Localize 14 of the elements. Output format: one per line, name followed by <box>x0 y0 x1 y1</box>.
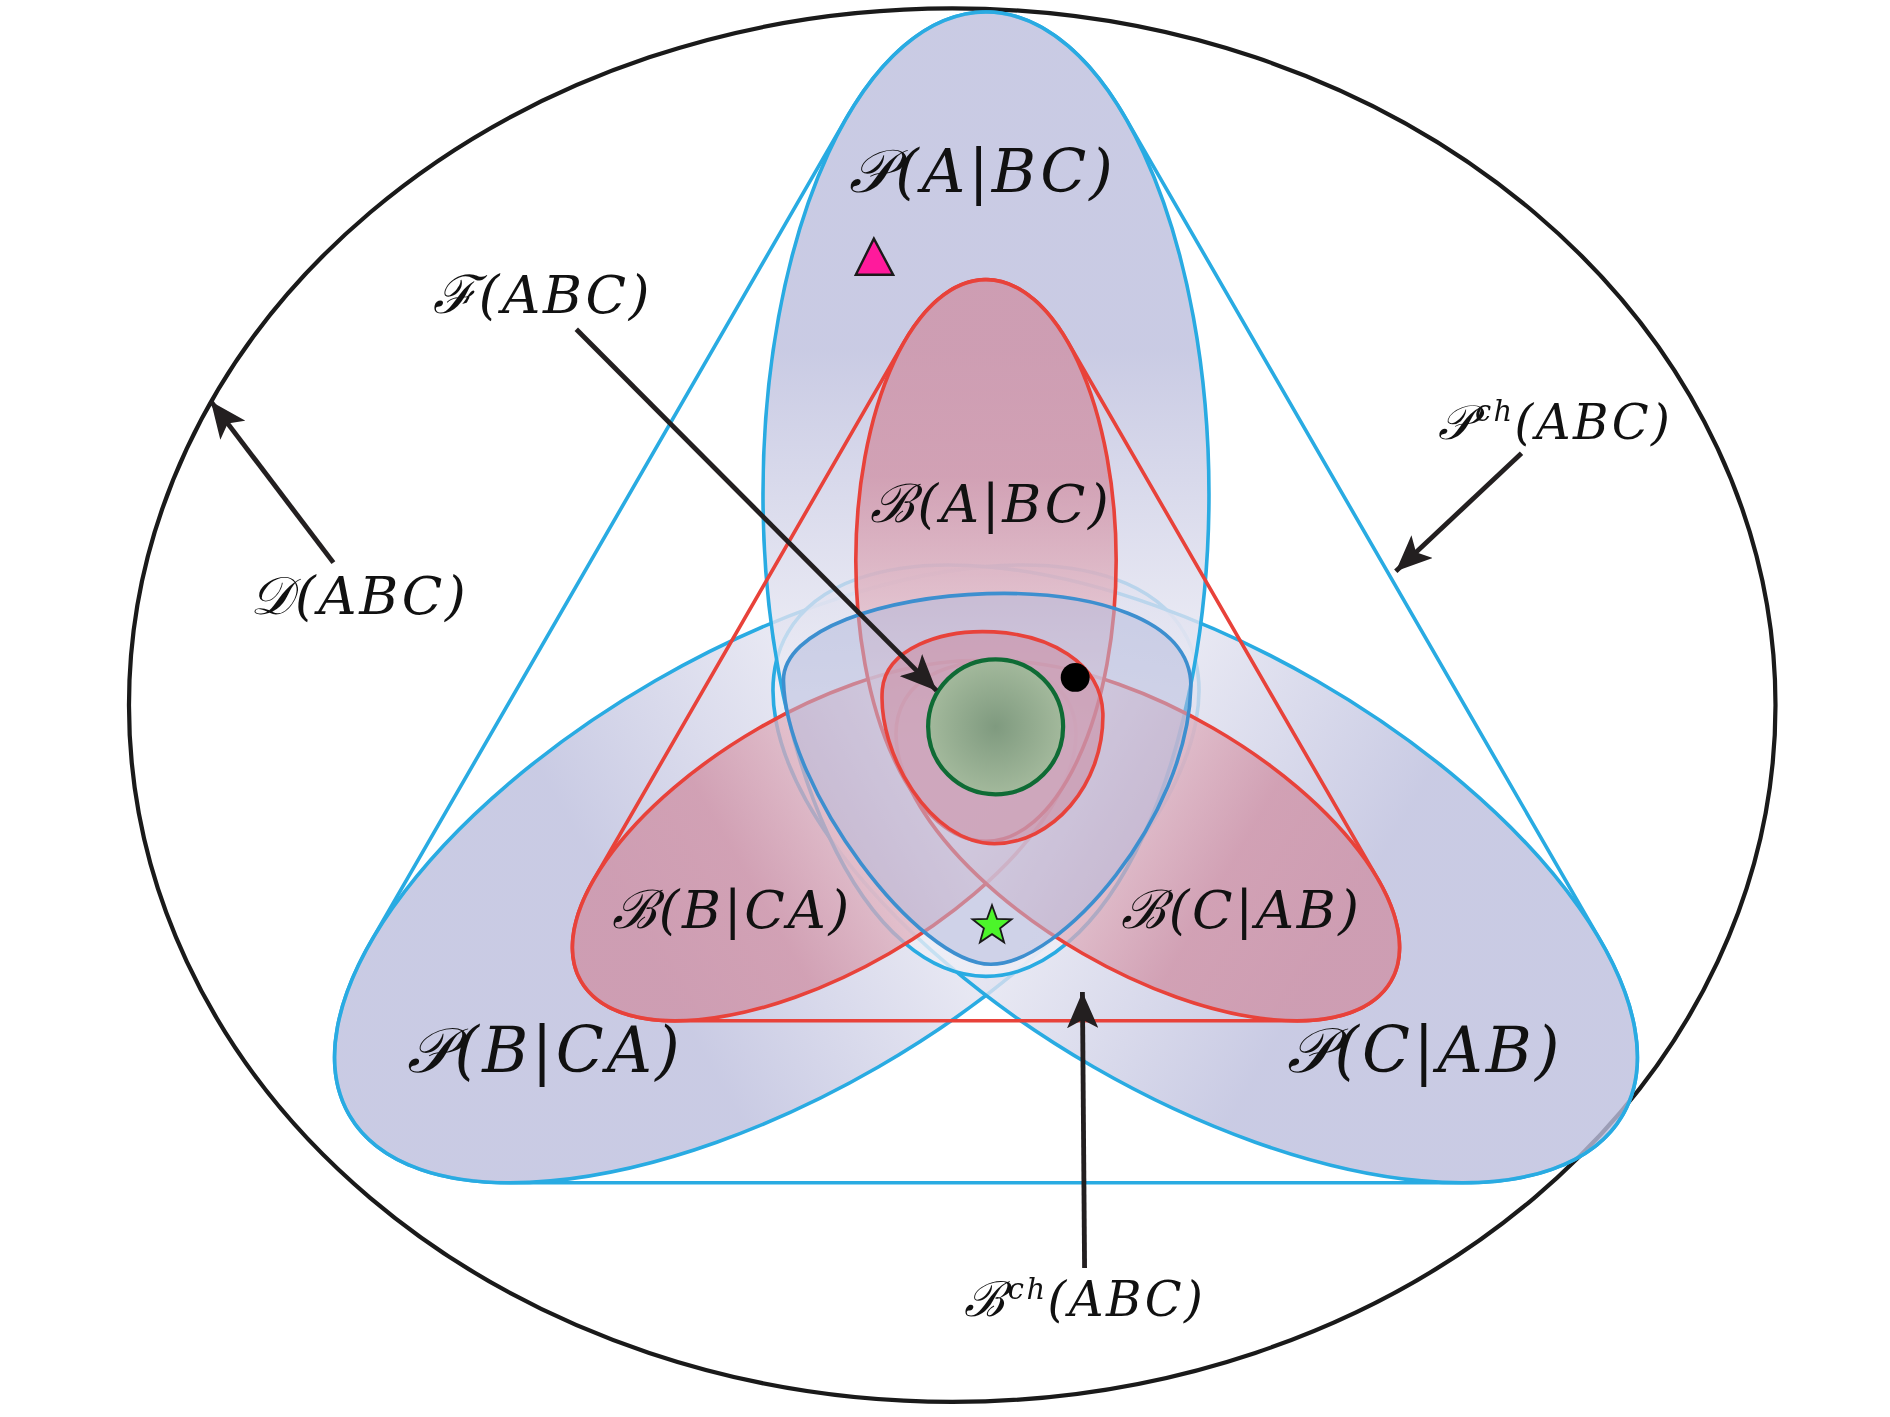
leader-arrow <box>1394 451 1524 574</box>
set-label: ℱ(ABC) <box>432 266 653 325</box>
set-label: ℬ(A|BC) <box>870 474 1112 533</box>
set-label: 𝒫(B|CA) <box>406 1016 683 1086</box>
leader-arrow <box>574 327 939 693</box>
set-label: 𝒫$^{ch}$(ABC) <box>1437 395 1673 449</box>
set-label: 𝒫(A|BC) <box>848 139 1116 206</box>
set-label: ℬ(C|AB) <box>1121 880 1362 940</box>
set-label: 𝒫(C|AB) <box>1286 1016 1563 1086</box>
set-label: 𝒟(ABC) <box>250 567 469 626</box>
set-label: ℬ(B|CA) <box>611 880 852 940</box>
set-label: ℬ$^{ch}$(ABC) <box>964 1272 1206 1326</box>
leader-arrow <box>209 399 336 565</box>
leader-arrow <box>1067 992 1099 1269</box>
